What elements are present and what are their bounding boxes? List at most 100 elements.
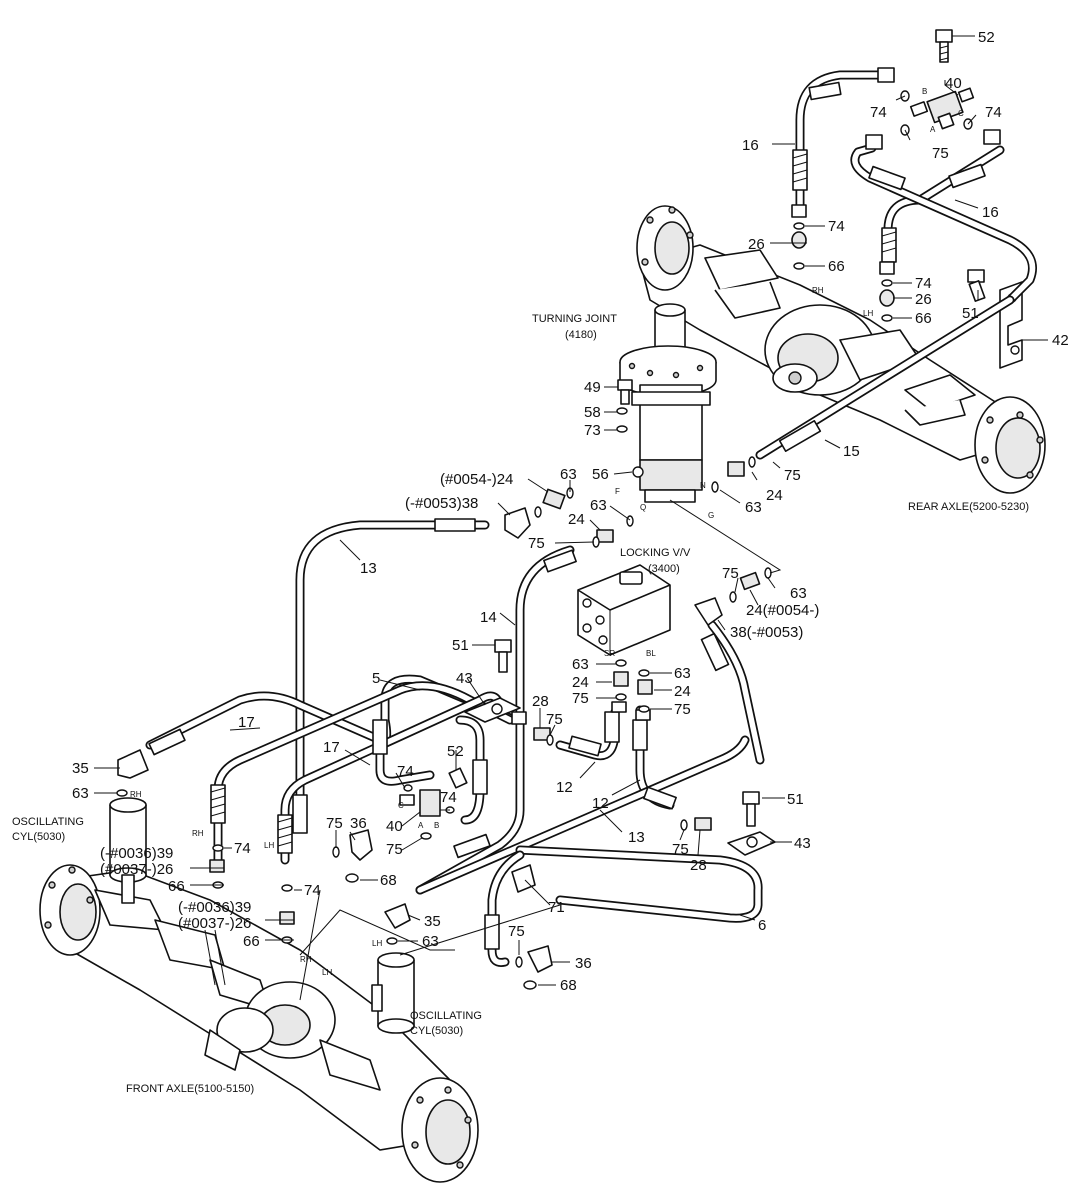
callout-75-right: 75 [672,841,689,858]
callout-75-mid-2: 75 [546,711,563,728]
callout-24-valve-0054: 24(#0054-) [746,602,819,619]
callout-26-rh: 26 [748,236,765,253]
callout-43-mid: 43 [456,670,473,687]
text-labels: TURNING JOINT (4180) LOCKING V/V (3400) … [12,313,1029,1095]
callout-17-b: 17 [323,739,340,756]
callout-26-lh: 26 [915,291,932,308]
callout-49: 49 [584,379,601,396]
callout-66-lh: 66 [915,310,932,327]
callout-16-left: 16 [742,137,759,154]
port-rh-front-1: RH [192,829,204,838]
port-lh-front-1: LH [264,841,274,850]
callout-75-valve: 75 [722,565,739,582]
label-osc-cyl-left-1: OSCILLATING [12,816,84,828]
leader-lines [94,35,1048,1001]
port-q: Q [640,503,646,512]
callout-24-right-1: 24 [766,487,783,504]
callout-36-top: 36 [350,815,367,832]
callout-52-center: 52 [447,743,464,760]
label-front-axle: FRONT AXLE(5100-5150) [126,1083,254,1095]
callout-63-sr: 63 [572,656,589,673]
callout-74-top-left: 74 [870,104,887,121]
label-osc-cyl-right-1: OSCILLATING [410,1010,482,1022]
callout-51-right: 51 [787,791,804,808]
callout-63-mid-2: 63 [590,497,607,514]
callout-43-right: 43 [794,835,811,852]
callout-71: 71 [548,899,565,916]
port-n: N [700,481,706,490]
callout-12-left: 12 [556,779,573,796]
callout-36-bottom: 36 [575,955,592,972]
callout-74-l2: 74 [304,882,321,899]
callout-74-center-2: 74 [440,789,457,806]
port-c-center: C [398,801,404,810]
callout-63-valve: 63 [790,585,807,602]
callout-75-36: 75 [326,815,343,832]
callout-14: 14 [480,609,497,626]
label-turning-joint-code: (4180) [565,329,597,341]
callout-35-mid: 35 [424,913,441,930]
callout-13-mid: 13 [628,829,645,846]
port-a-top: A [930,125,936,134]
hose-sleeves [148,81,986,950]
callout-68-bottom: 68 [560,977,577,994]
callout-42: 42 [1052,332,1069,349]
port-b-top: B [922,87,927,96]
callout-24-0054: (#0054-)24 [440,471,513,488]
callout-40-center: 40 [386,818,403,835]
port-rh-cyl-left: RH [130,790,142,799]
callout-66-b: 66 [243,933,260,950]
callout-26-a: (#0037-)26 [100,861,173,878]
callout-16-right: 16 [982,204,999,221]
callout-75-top: 75 [932,145,949,162]
callout-75-right-1: 75 [784,467,801,484]
label-locking-valve-code: (3400) [648,563,680,575]
callout-75-sr: 75 [572,690,589,707]
callout-74-top-right: 74 [985,104,1002,121]
callout-40-top: 40 [945,75,962,92]
callout-13-top: 13 [360,560,377,577]
callout-63-right-1: 63 [745,499,762,516]
port-f: F [615,487,620,496]
callout-75-mid: 75 [528,535,545,552]
rear-axle [636,205,1046,494]
port-marks: B A C F Q G N SR BL RH LH RH RH LH C A B… [130,87,964,977]
port-c-top: C [958,109,964,118]
callout-24-sr: 24 [572,674,589,691]
callout-74-lh: 74 [915,275,932,292]
port-rh-rear: RH [812,286,824,295]
callout-75-bottom: 75 [508,923,525,940]
callout-39-b: (-#0036)39 [178,899,251,916]
callout-24-mid: 24 [568,511,585,528]
callout-58: 58 [584,404,601,421]
callout-38-0053: (-#0053)38 [405,495,478,512]
callout-15: 15 [843,443,860,460]
callout-12-right: 12 [592,795,609,812]
label-osc-cyl-right-2: CYL(5030) [410,1025,463,1037]
callout-28-mid: 28 [532,693,549,710]
port-lh-rear: LH [863,309,873,318]
port-a-center: A [418,821,424,830]
port-lh-front-2: LH [322,968,332,977]
oscillating-cylinder-right [371,952,415,1034]
part-callouts: 52 40 74 74 75 16 16 74 26 66 74 26 66 5… [72,29,1069,994]
port-rh-front-2: RH [300,955,312,964]
callout-68-top: 68 [380,872,397,889]
label-osc-cyl-left-2: CYL(5030) [12,831,65,843]
callout-24-bl: 24 [674,683,691,700]
port-sr: SR [604,649,615,658]
callout-56: 56 [592,466,609,483]
oscillating-cylinder-left [109,797,147,904]
label-rear-axle: REAR AXLE(5200-5230) [908,501,1029,513]
front-axle [39,864,479,1183]
callout-66-a: 66 [168,878,185,895]
port-g: G [708,511,714,520]
port-lh-cyl-right: LH [372,939,382,948]
callout-28-right: 28 [690,857,707,874]
callout-74-l1: 74 [234,840,251,857]
callout-74-center: 74 [397,763,414,780]
turning-joint [619,303,717,503]
callout-39-a: (-#0036)39 [100,845,173,862]
callout-63-mid-b: 63 [422,933,439,950]
